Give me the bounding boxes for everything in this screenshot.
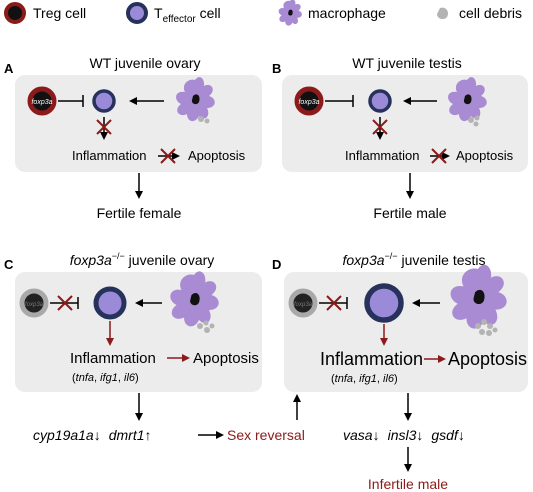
treg-legend-icon <box>4 2 26 24</box>
panel-d-title: foxp3a−/− juvenile testis <box>343 251 486 268</box>
treg-cell-icon <box>294 86 324 116</box>
teffector-cell-icon <box>93 286 127 320</box>
apoptosis-label: Apoptosis <box>188 148 246 163</box>
foxp3a-label: foxp3a <box>294 302 313 308</box>
panel-a-title: WT juvenile ovary <box>89 55 200 71</box>
treg-cell-deficient-icon <box>19 288 49 318</box>
block-cross-icon <box>372 119 388 135</box>
teffector-cell-icon <box>364 283 404 323</box>
inflammation-label: Inflammation <box>72 148 146 163</box>
debris-icon <box>475 319 498 336</box>
debris-icon <box>468 115 480 127</box>
apoptosis-label: Apoptosis <box>193 350 259 367</box>
foxp3a-label: foxp3a <box>31 99 52 106</box>
outcome-label: Fertile female <box>97 205 182 221</box>
infertile-male-label: Infertile male <box>368 476 448 492</box>
block-cross-icon <box>326 295 342 311</box>
debris-icon <box>197 320 215 333</box>
block-cross-icon <box>431 148 447 164</box>
block-cross-icon <box>160 148 176 164</box>
teffector-cell-icon <box>92 89 116 113</box>
legend-debris-label: cell debris <box>459 5 522 21</box>
apoptosis-label: Apoptosis <box>456 148 514 163</box>
block-cross-icon <box>96 119 112 135</box>
inflammation-label: Inflammation <box>320 349 423 369</box>
gene-expression-testis: vasa↓insl3↓gsdf↓ <box>343 427 465 443</box>
legend: Treg cell Teffector cell macrophage cell… <box>4 0 522 26</box>
panel-c: C foxp3a−/− juvenile ovary foxp3a Inflam… <box>4 251 262 392</box>
macrophage-legend-icon <box>278 0 302 26</box>
panel-c-title: foxp3a−/− juvenile ovary <box>70 251 215 268</box>
gene-expression-ovary: cyp19a1a↓dmrt1↑ <box>33 427 152 443</box>
bottom-flow: cyp19a1a↓dmrt1↑ Sex reversal vasa↓insl3↓… <box>33 393 465 492</box>
treg-cell-deficient-icon <box>288 288 318 318</box>
debris-icon <box>198 116 210 124</box>
panel-b: B WT juvenile testis foxp3a Inflammation… <box>272 55 528 221</box>
outcome-label: Fertile male <box>373 205 446 221</box>
foxp3a-label: foxp3a <box>25 302 44 308</box>
panel-b-title: WT juvenile testis <box>352 55 461 71</box>
panel-d-letter: D <box>272 257 281 272</box>
teffector-legend-icon <box>126 2 148 24</box>
panel-a-letter: A <box>4 61 14 76</box>
sex-reversal-label: Sex reversal <box>227 427 305 443</box>
treg-cell-icon <box>27 86 57 116</box>
inflammation-label: Inflammation <box>345 148 419 163</box>
legend-macrophage-label: macrophage <box>308 5 386 21</box>
apoptosis-label: Apoptosis <box>448 349 527 369</box>
block-cross-icon <box>57 295 73 311</box>
legend-teff-label: Teffector cell <box>154 5 221 25</box>
debris-legend-icon <box>437 7 449 20</box>
foxp3a-label: foxp3a <box>298 99 319 106</box>
panel-c-letter: C <box>4 257 14 272</box>
cytokine-genes: (tnfa, ifg1, il6) <box>331 373 398 385</box>
teffector-cell-icon <box>368 89 392 113</box>
inflammation-label: Inflammation <box>70 350 156 367</box>
legend-treg-label: Treg cell <box>33 5 86 21</box>
panel-b-letter: B <box>272 61 281 76</box>
panel-a: A WT juvenile ovary foxp3a Inflammation … <box>4 55 262 221</box>
cytokine-genes: (tnfa, ifg1, il6) <box>72 372 139 384</box>
panel-d: D foxp3a−/− juvenile testis foxp3a Infla… <box>272 251 528 392</box>
